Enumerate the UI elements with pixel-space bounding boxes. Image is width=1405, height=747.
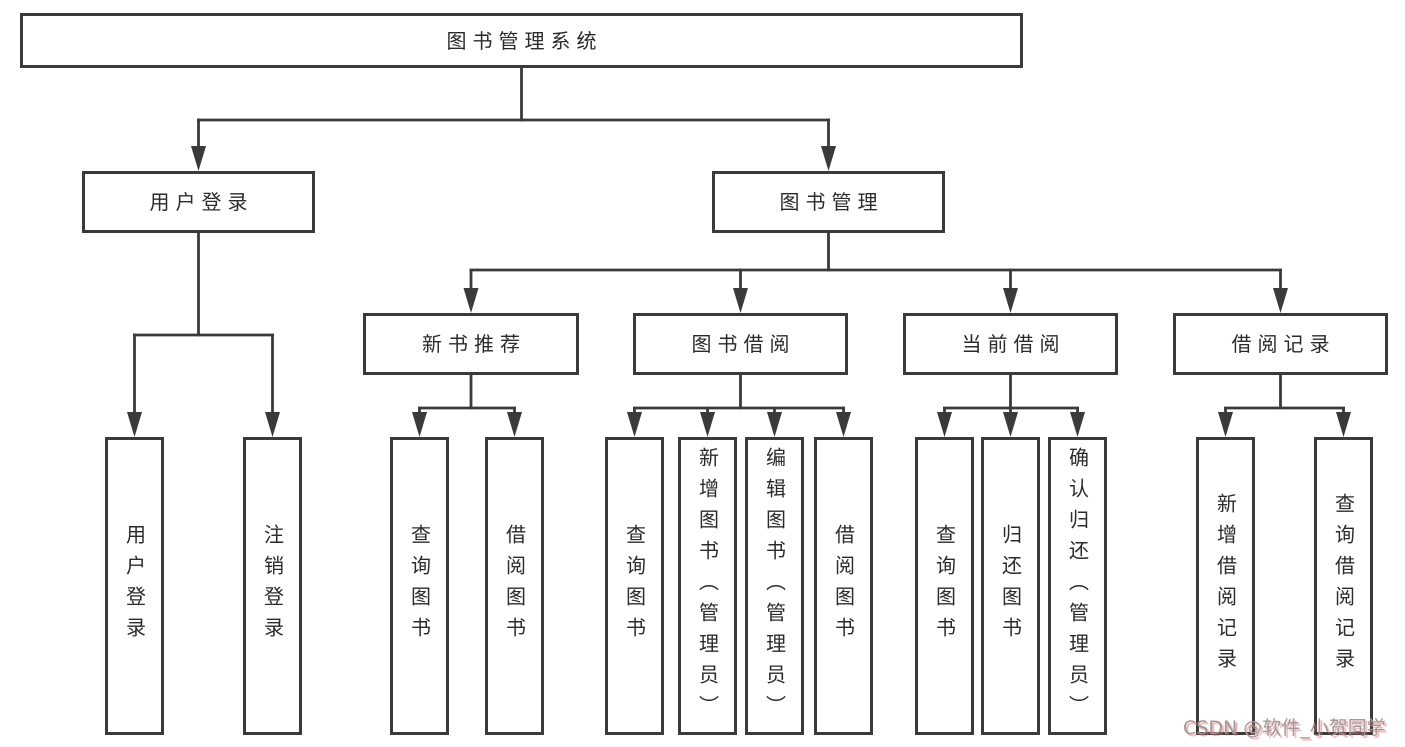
node-leaf-add-borrow-record: 新增借阅记录 <box>1196 437 1255 735</box>
node-label: 新增图书（管理员） <box>695 446 720 726</box>
node-leaf-query-borrow-record: 查询借阅记录 <box>1314 437 1373 735</box>
node-book-management-system: 图书管理系统 <box>20 13 1023 68</box>
csdn-watermark: CSDN @软件_小贺同学 <box>1183 717 1386 739</box>
node-label: 借阅记录 <box>1231 332 1336 356</box>
node-new-book-recommend: 新书推荐 <box>363 313 579 375</box>
node-leaf-return-books: 归还图书 <box>981 437 1040 735</box>
node-leaf-query-books-borrowing: 查询图书 <box>605 437 664 735</box>
node-leaf-logout: 注销登录 <box>243 437 302 735</box>
node-label: 图书管理系统 <box>446 28 603 53</box>
node-label: 编辑图书（管理员） <box>762 446 787 726</box>
node-label: 图书管理 <box>779 190 884 214</box>
node-label: 查询图书 <box>622 524 647 648</box>
node-label: 查询借阅记录 <box>1331 493 1356 679</box>
node-leaf-add-books-admin: 新增图书（管理员） <box>678 437 737 735</box>
node-label: 用户登录 <box>122 524 147 648</box>
node-leaf-edit-books-admin: 编辑图书（管理员） <box>745 437 804 735</box>
node-leaf-query-books-recommend: 查询图书 <box>390 437 449 735</box>
node-borrowing-records: 借阅记录 <box>1173 313 1388 375</box>
node-leaf-borrow-books-recommend: 借阅图书 <box>485 437 544 735</box>
node-label: 确认归还（管理员） <box>1065 446 1090 726</box>
node-label: 新书推荐 <box>422 332 526 356</box>
node-book-management-branch: 图书管理 <box>712 171 945 233</box>
node-label: 新增借阅记录 <box>1213 493 1238 679</box>
node-label: 归还图书 <box>998 524 1023 648</box>
node-label: 图书借阅 <box>691 332 796 356</box>
node-label: 用户登录 <box>149 190 254 214</box>
node-label: 查询图书 <box>932 524 957 648</box>
node-leaf-borrow-books-borrowing: 借阅图书 <box>814 437 873 735</box>
node-label: 当前借阅 <box>961 332 1066 356</box>
node-current-borrowing: 当前借阅 <box>903 313 1118 375</box>
node-user-login-branch: 用户登录 <box>82 171 315 233</box>
node-leaf-user-login: 用户登录 <box>105 437 164 735</box>
node-label: 查询图书 <box>407 524 432 648</box>
node-leaf-confirm-return-admin: 确认归还（管理员） <box>1048 437 1107 735</box>
node-label: 注销登录 <box>260 524 285 648</box>
node-label: 借阅图书 <box>502 524 527 648</box>
node-leaf-query-books-current: 查询图书 <box>915 437 974 735</box>
node-label: 借阅图书 <box>831 524 856 648</box>
node-book-borrowing: 图书借阅 <box>633 313 848 375</box>
